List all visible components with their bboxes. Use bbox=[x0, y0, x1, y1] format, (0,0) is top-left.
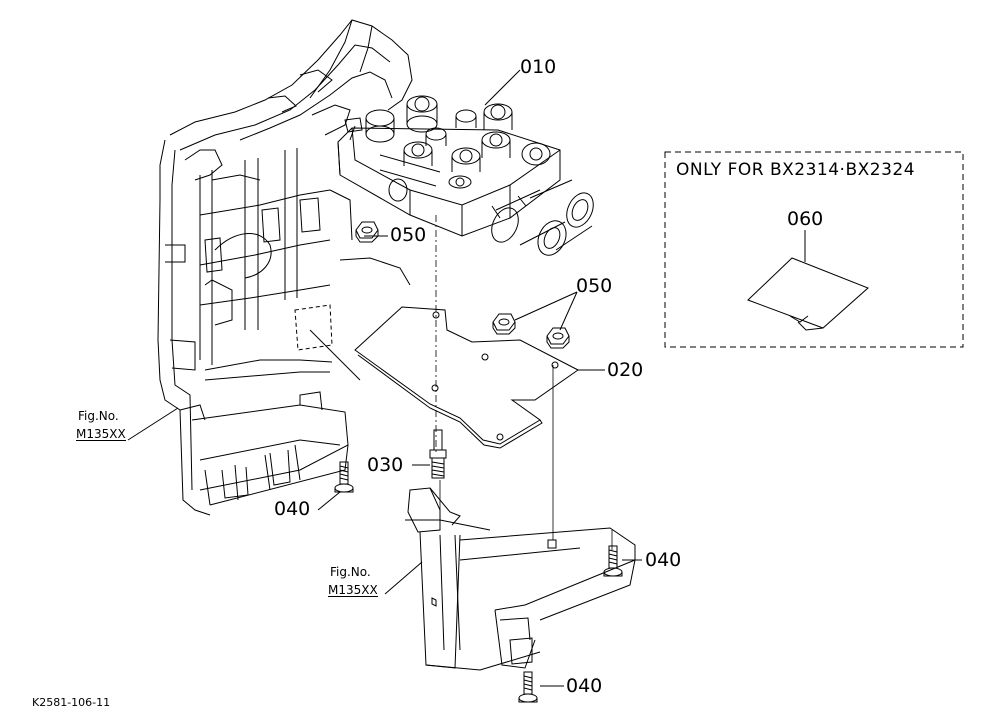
fig-ref-bottom-line2: M135XX bbox=[328, 583, 378, 597]
assembly-centerlines bbox=[435, 215, 613, 550]
drawing-code: K2581-106-11 bbox=[32, 696, 111, 709]
fig-ref-left-line2: M135XX bbox=[76, 427, 126, 441]
leader-lines bbox=[127, 69, 806, 687]
fig-ref-left-line1: Fig.No. bbox=[78, 409, 119, 423]
control-valve-assembly bbox=[337, 95, 594, 256]
callout-040-bottom: 040 bbox=[566, 675, 603, 697]
callout-030: 030 bbox=[367, 454, 404, 476]
callout-020: 020 bbox=[607, 359, 644, 381]
callout-060: 060 bbox=[787, 208, 824, 230]
fig-ref-bottom-line1: Fig.No. bbox=[330, 565, 371, 579]
callout-050-left: 050 bbox=[390, 224, 427, 246]
sheet-part-060 bbox=[747, 257, 869, 331]
stud-bolt bbox=[429, 429, 447, 479]
bolt-parts bbox=[334, 461, 623, 703]
mounting-plate bbox=[354, 306, 579, 449]
left-frame-assembly bbox=[157, 19, 413, 516]
nut-parts bbox=[355, 221, 570, 349]
callout-040-right: 040 bbox=[645, 549, 682, 571]
callout-010: 010 bbox=[520, 56, 557, 78]
callout-050-right: 050 bbox=[576, 275, 613, 297]
callout-040-left: 040 bbox=[274, 498, 311, 520]
model-note-box bbox=[664, 151, 964, 348]
lower-bracket-assembly bbox=[405, 487, 636, 671]
model-note-text: ONLY FOR BX2314·BX2324 bbox=[676, 160, 916, 180]
